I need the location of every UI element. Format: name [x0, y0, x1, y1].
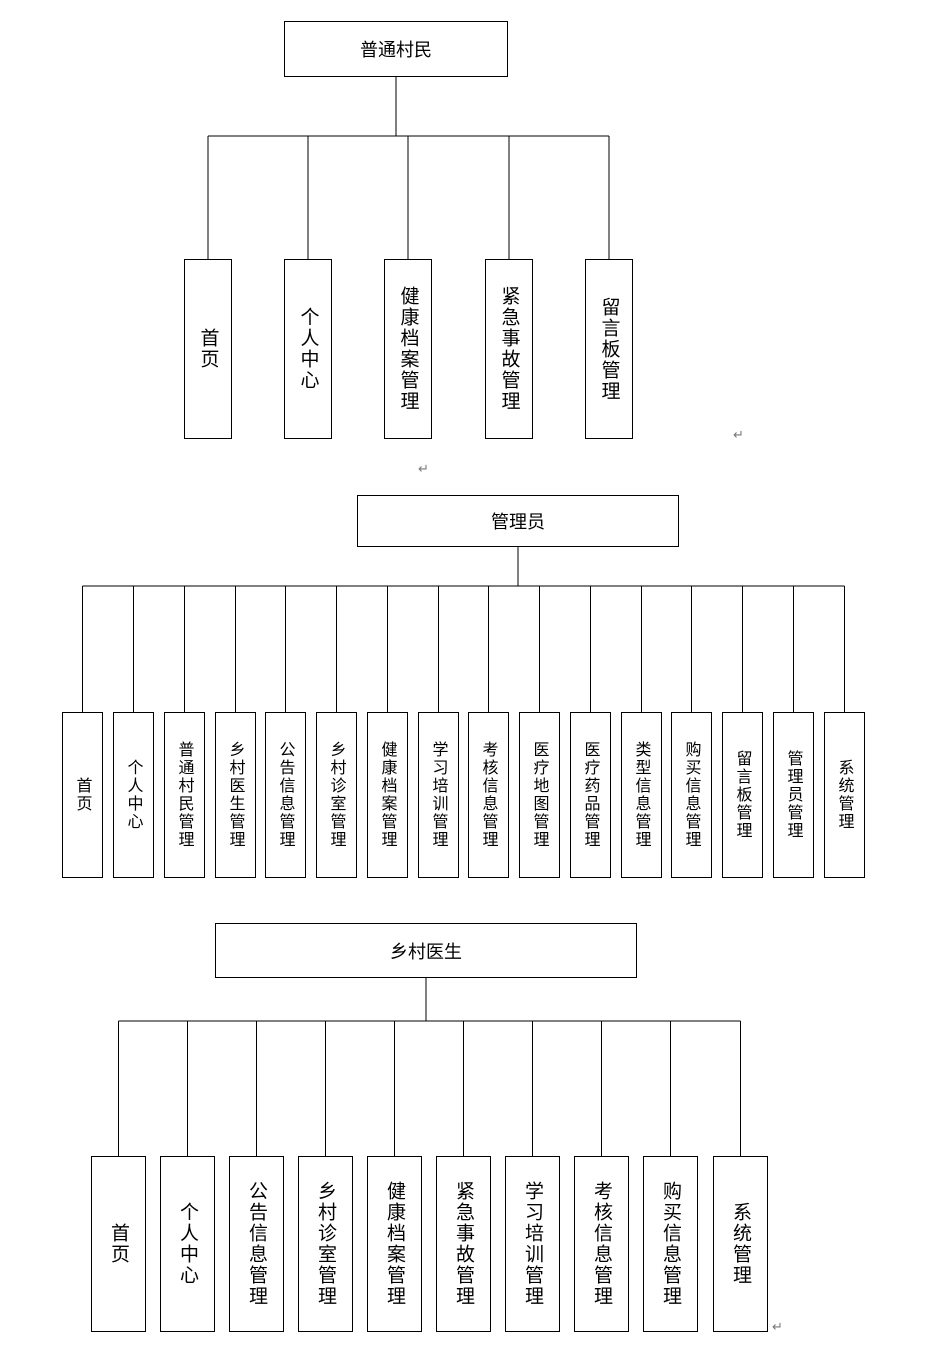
child-label: 管理员管理 — [784, 750, 804, 840]
child-node: 首页 — [184, 259, 232, 439]
child-label: 医疗药品管理 — [581, 741, 601, 849]
child-label: 系统管理 — [730, 1202, 752, 1286]
child-label: 健康档案管理 — [378, 741, 398, 849]
paragraph-mark: ↵ — [733, 428, 744, 443]
child-node: 类型信息管理 — [621, 712, 662, 878]
child-label: 乡村诊室管理 — [327, 741, 347, 849]
child-label: 学习培训管理 — [522, 1181, 544, 1307]
child-node: 医疗地图管理 — [519, 712, 560, 878]
root-node: 普通村民 — [284, 21, 508, 77]
child-label: 健康档案管理 — [397, 286, 420, 412]
child-node: 健康档案管理 — [367, 1156, 422, 1332]
child-node: 购买信息管理 — [671, 712, 712, 878]
child-label: 医疗地图管理 — [530, 741, 550, 849]
child-node: 系统管理 — [713, 1156, 768, 1332]
child-node: 考核信息管理 — [468, 712, 509, 878]
child-label: 留言板管理 — [733, 750, 753, 840]
child-node: 乡村诊室管理 — [298, 1156, 353, 1332]
child-label: 个人中心 — [177, 1202, 199, 1286]
child-label: 公告信息管理 — [246, 1181, 268, 1307]
child-node: 个人中心 — [160, 1156, 215, 1332]
child-node: 健康档案管理 — [367, 712, 408, 878]
root-label: 管理员 — [491, 512, 545, 533]
child-label: 个人中心 — [124, 759, 144, 831]
child-label: 首页 — [197, 328, 220, 370]
child-label: 乡村诊室管理 — [315, 1181, 337, 1307]
child-node: 学习培训管理 — [418, 712, 459, 878]
child-node: 购买信息管理 — [643, 1156, 698, 1332]
root-label: 乡村医生 — [390, 941, 462, 963]
child-node: 乡村诊室管理 — [316, 712, 357, 878]
paragraph-mark: ↵ — [418, 462, 429, 477]
child-label: 首页 — [108, 1223, 130, 1265]
child-label: 购买信息管理 — [660, 1181, 682, 1307]
child-label: 系统管理 — [835, 759, 855, 831]
child-label: 普通村民管理 — [175, 741, 195, 849]
child-node: 学习培训管理 — [505, 1156, 560, 1332]
child-node: 乡村医生管理 — [215, 712, 256, 878]
child-node: 留言板管理 — [722, 712, 763, 878]
child-label: 购买信息管理 — [682, 741, 702, 849]
child-node: 健康档案管理 — [384, 259, 432, 439]
child-label: 公告信息管理 — [276, 741, 296, 849]
child-label: 乡村医生管理 — [226, 741, 246, 849]
child-label: 学习培训管理 — [429, 741, 449, 849]
child-node: 系统管理 — [824, 712, 865, 878]
root-node: 管理员 — [357, 495, 679, 547]
root-node: 乡村医生 — [215, 923, 637, 978]
child-node: 普通村民管理 — [164, 712, 205, 878]
child-label: 考核信息管理 — [591, 1181, 613, 1307]
child-node: 管理员管理 — [773, 712, 814, 878]
child-label: 留言板管理 — [598, 296, 621, 402]
child-node: 个人中心 — [284, 259, 332, 439]
child-node: 个人中心 — [113, 712, 154, 878]
child-node: 公告信息管理 — [265, 712, 306, 878]
child-node: 紧急事故管理 — [485, 259, 533, 439]
child-node: 紧急事故管理 — [436, 1156, 491, 1332]
child-node: 医疗药品管理 — [570, 712, 611, 878]
child-node: 考核信息管理 — [574, 1156, 629, 1332]
child-label: 考核信息管理 — [479, 741, 499, 849]
child-node: 留言板管理 — [585, 259, 633, 439]
child-node: 首页 — [62, 712, 103, 878]
child-label: 紧急事故管理 — [498, 286, 521, 412]
paragraph-mark: ↵ — [772, 1320, 783, 1335]
child-label: 首页 — [73, 777, 93, 813]
child-label: 紧急事故管理 — [453, 1181, 475, 1307]
root-label: 普通村民 — [360, 40, 432, 61]
child-label: 类型信息管理 — [632, 741, 652, 849]
child-node: 首页 — [91, 1156, 146, 1332]
child-label: 健康档案管理 — [384, 1181, 406, 1307]
child-label: 个人中心 — [297, 307, 320, 391]
child-node: 公告信息管理 — [229, 1156, 284, 1332]
